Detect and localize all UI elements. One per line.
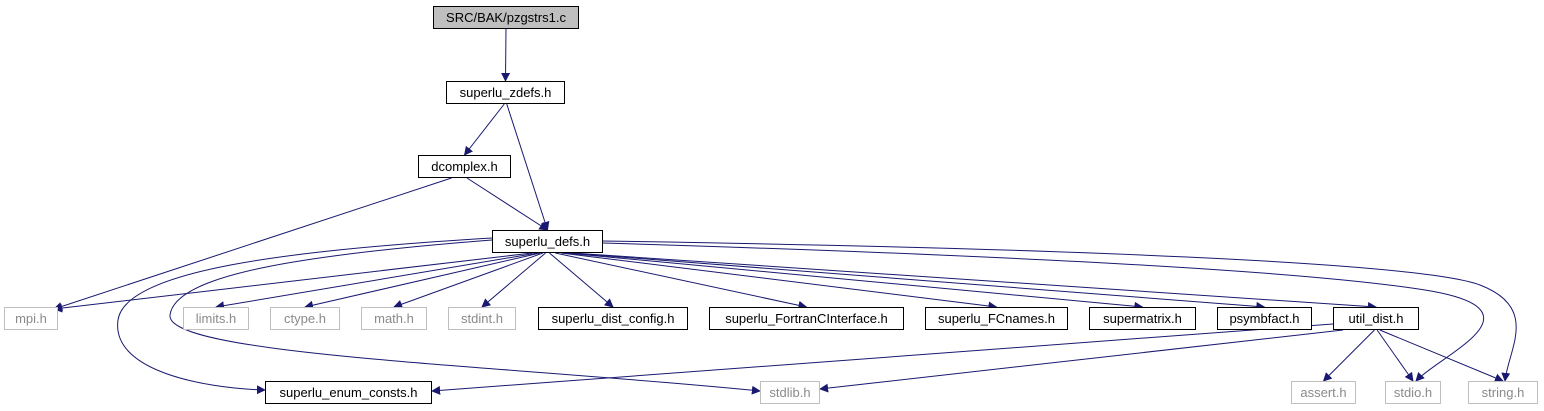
edge-util_dist-to-stdlib	[819, 329, 1344, 393]
edge-util_dist-to-string	[1379, 329, 1504, 383]
edge-defs-to-supermatrix	[565, 252, 1144, 311]
edge-defs-to-enum_consts	[117, 237, 493, 395]
edge-defs-to-string	[602, 240, 1517, 382]
edge-defs-to-ctype	[304, 252, 541, 310]
node-math: math.h	[361, 307, 427, 330]
edge-defs-to-math	[393, 252, 544, 309]
node-supermatrix[interactable]: supermatrix.h	[1089, 307, 1196, 330]
edge-zdefs-to-dcomplex	[463, 103, 505, 156]
node-assert: assert.h	[1291, 381, 1356, 404]
node-stdint: stdint.h	[448, 307, 516, 330]
edge-defs-to-stdlib	[169, 239, 761, 395]
node-superlu-dist-config[interactable]: superlu_dist_config.h	[538, 307, 688, 330]
edge-defs-to-stdio	[602, 242, 1485, 382]
edge-defs-to-fortran	[555, 252, 808, 310]
node-string: string.h	[1468, 381, 1538, 404]
node-superlu-defs[interactable]: superlu_defs.h	[492, 230, 603, 253]
edge-defs-to-fcnames	[560, 252, 998, 311]
edge-defs-to-psymbfact	[568, 252, 1266, 311]
node-root-file: SRC/BAK/pzgstrs1.c	[433, 6, 579, 29]
node-superlu-fcnames[interactable]: superlu_FCnames.h	[925, 307, 1068, 330]
edge-defs-to-stdint	[481, 252, 546, 308]
node-stdlib: stdlib.h	[760, 381, 820, 404]
node-superlu-fortrancinterface[interactable]: superlu_FortranCInterface.h	[709, 307, 904, 330]
edge-defs-to-dist_config	[549, 252, 614, 308]
node-ctype: ctype.h	[270, 307, 340, 330]
edge-util_dist-to-enum_consts	[431, 323, 1334, 395]
node-limits: limits.h	[183, 307, 249, 330]
edge-defs-to-util_dist	[572, 252, 1377, 311]
edge-dcomplex-to-mpi	[53, 177, 452, 311]
node-superlu-zdefs[interactable]: superlu_zdefs.h	[446, 81, 565, 104]
edge-defs-to-mpi	[53, 252, 533, 313]
node-dcomplex[interactable]: dcomplex.h	[418, 155, 511, 178]
edge-util_dist-to-stdio	[1376, 329, 1414, 382]
edge-dcomplex-to-defs	[466, 177, 549, 231]
node-stdio: stdio.h	[1385, 381, 1441, 404]
edge-zdefs-to-defs	[506, 103, 550, 231]
node-util-dist[interactable]: util_dist.h	[1333, 307, 1419, 330]
node-psymbfact[interactable]: psymbfact.h	[1217, 307, 1312, 330]
edge-util_dist-to-assert	[1322, 329, 1375, 382]
edge-defs-to-limits	[215, 252, 538, 311]
edges	[53, 28, 1517, 395]
node-superlu-enum-consts[interactable]: superlu_enum_consts.h	[265, 381, 432, 404]
node-mpi: mpi.h	[4, 307, 58, 330]
